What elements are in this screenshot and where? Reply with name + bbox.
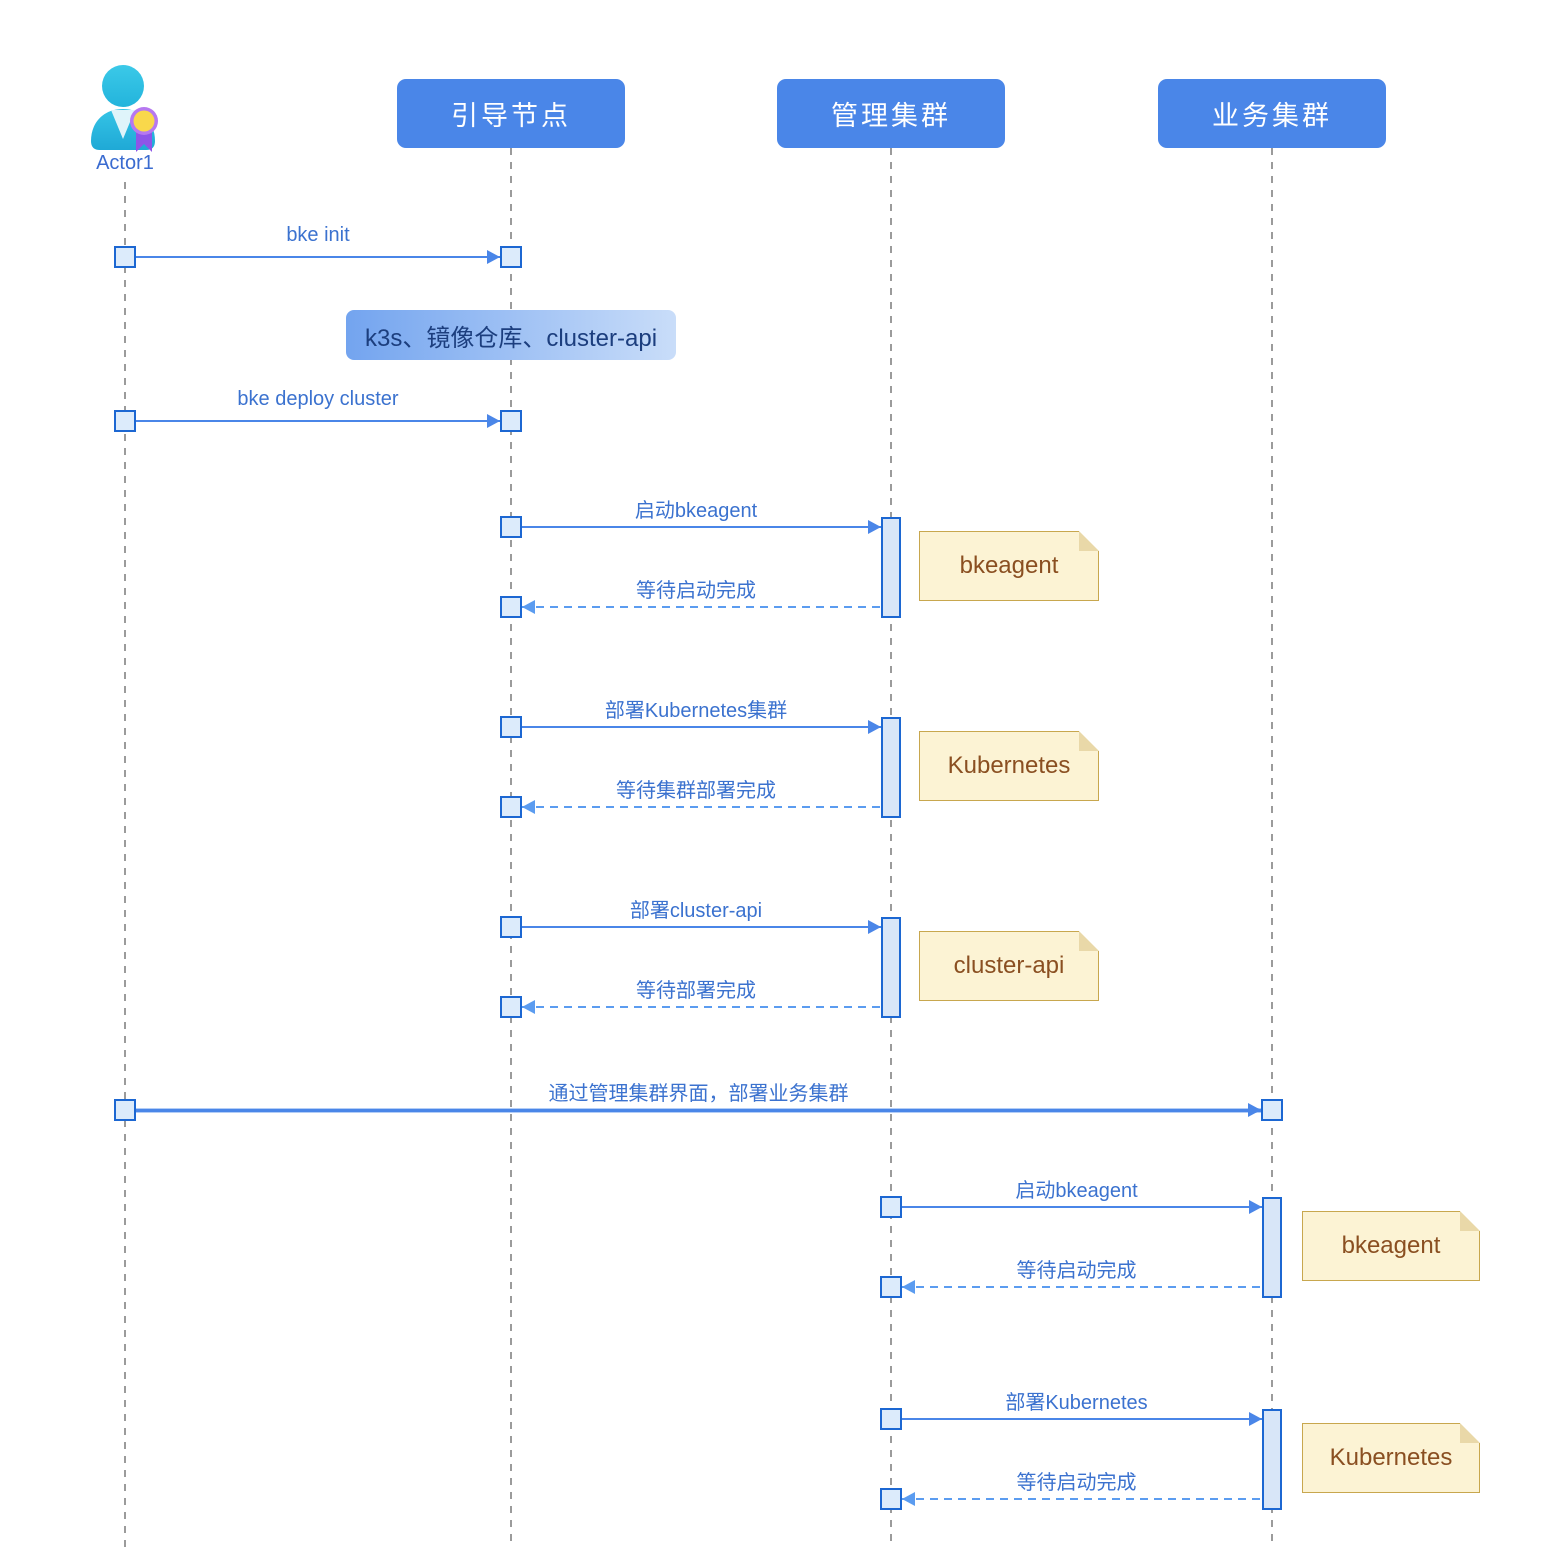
message-label: 部署cluster-api (629, 900, 763, 922)
message-arrowhead (1249, 1200, 1262, 1214)
message-line (902, 1418, 1262, 1420)
message-endpoint (114, 1099, 136, 1121)
message-line (522, 926, 881, 928)
message-label: 启动bkeagent (1015, 1180, 1138, 1202)
actor (85, 64, 165, 157)
message-line (902, 1206, 1262, 1208)
actor-label: Actor1 (96, 152, 154, 174)
message-arrowhead (522, 800, 535, 814)
note-cluster-api: cluster-api (919, 931, 1099, 1001)
participant-mgmt-cluster: 管理集群 (777, 79, 1005, 148)
message-arrowhead (868, 920, 881, 934)
message-endpoint (500, 246, 522, 268)
message-endpoint (500, 410, 522, 432)
message-endpoint (500, 916, 522, 938)
message-line (522, 1006, 881, 1008)
message-line (136, 1109, 1261, 1112)
note-bkeagent: bkeagent (1302, 1211, 1480, 1281)
message-line (522, 526, 881, 528)
message-endpoint (880, 1488, 902, 1510)
message-endpoint (880, 1276, 902, 1298)
message-label: 等待集群部署完成 (616, 780, 776, 802)
message-label: 部署Kubernetes (1005, 1392, 1148, 1414)
actor-person-icon (91, 65, 158, 152)
activation-bar (881, 517, 901, 618)
message-label: bke init (286, 224, 350, 246)
message-endpoint (114, 410, 136, 432)
actor-lifeline (124, 182, 126, 1548)
activation-bar (881, 717, 901, 818)
message-label: 等待启动完成 (1016, 1472, 1137, 1494)
message-endpoint (500, 796, 522, 818)
message-arrowhead (487, 414, 500, 428)
note-Kubernetes: Kubernetes (1302, 1423, 1480, 1493)
message-endpoint (500, 596, 522, 618)
message-line (522, 726, 881, 728)
message-line (522, 806, 881, 808)
participant-lifeline (1271, 148, 1273, 1548)
message-endpoint (500, 996, 522, 1018)
message-arrowhead (487, 250, 500, 264)
participant-lifeline (890, 148, 892, 1548)
message-endpoint (500, 716, 522, 738)
message-arrowhead (868, 520, 881, 534)
message-arrowhead (902, 1492, 915, 1506)
message-endpoint (500, 516, 522, 538)
activation-bar (881, 917, 901, 1018)
message-endpoint (114, 246, 136, 268)
message-endpoint (880, 1408, 902, 1430)
message-label: 等待部署完成 (636, 980, 756, 1002)
message-arrowhead (522, 600, 535, 614)
message-label: 启动bkeagent (634, 500, 758, 522)
message-arrowhead (1249, 1412, 1262, 1426)
message-label: 等待启动完成 (1016, 1260, 1137, 1282)
note-banner: k3s、镜像仓库、cluster-api (346, 310, 676, 360)
message-label: 等待启动完成 (636, 580, 756, 602)
message-label: bke deploy cluster (237, 388, 399, 410)
message-arrowhead (522, 1000, 535, 1014)
activation-bar (1262, 1197, 1282, 1298)
message-line (902, 1498, 1262, 1500)
note-Kubernetes: Kubernetes (919, 731, 1099, 801)
note-bkeagent: bkeagent (919, 531, 1099, 601)
message-arrowhead (1248, 1103, 1261, 1117)
activation-bar (1262, 1409, 1282, 1510)
message-arrowhead (902, 1280, 915, 1294)
message-endpoint (880, 1196, 902, 1218)
message-endpoint (1261, 1099, 1283, 1121)
message-label: 通过管理集群界面，部署业务集群 (548, 1083, 849, 1105)
participant-biz-cluster: 业务集群 (1158, 79, 1386, 148)
message-line (522, 606, 881, 608)
participant-lifeline (510, 148, 512, 1548)
participant-boot-node: 引导节点 (397, 79, 625, 148)
message-line (136, 420, 500, 422)
message-arrowhead (868, 720, 881, 734)
message-line (902, 1286, 1262, 1288)
message-label: 部署Kubernetes集群 (604, 700, 788, 722)
message-line (136, 256, 500, 258)
